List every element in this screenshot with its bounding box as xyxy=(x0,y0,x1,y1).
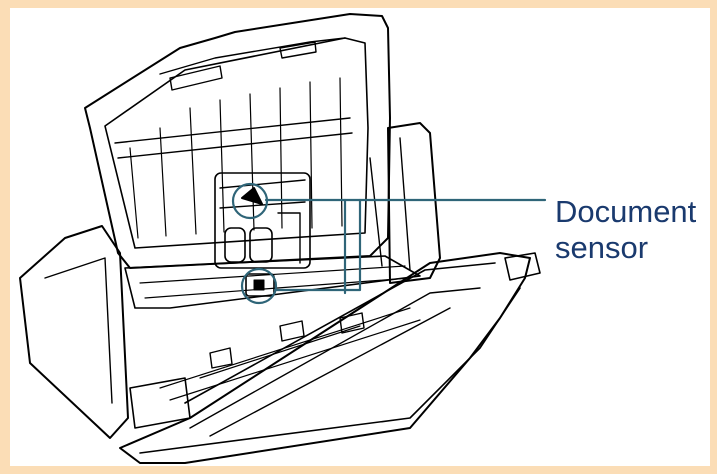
lower-tray xyxy=(119,252,541,464)
lower-tray-inner-edge xyxy=(189,287,481,437)
scanner-left-wing-inner xyxy=(44,257,113,404)
adf-cover-top-lip xyxy=(159,37,346,75)
scanner-illustration xyxy=(19,13,547,464)
roller-housing xyxy=(214,172,311,269)
scanner-right-side xyxy=(387,122,441,284)
adf-cover-ribs xyxy=(129,77,343,239)
lower-tray-rollers xyxy=(209,312,365,369)
lower-tray-top-edge xyxy=(184,262,496,404)
sensor-highlight-lower xyxy=(240,267,278,305)
sensor-lower-housing xyxy=(245,273,275,297)
figure-panel: Document sensor xyxy=(10,8,710,466)
callout-leader-lower xyxy=(273,198,362,292)
roller-left xyxy=(224,227,246,263)
document-sensor-label: Document sensor xyxy=(555,194,705,266)
lower-tray-left-foot xyxy=(129,377,191,429)
scanner-body xyxy=(19,122,441,439)
adf-cover-handle-right xyxy=(279,41,317,59)
scanner-right-side-inner xyxy=(369,137,411,271)
sensor-lower-window xyxy=(253,279,265,291)
document-sensor-label-line2: sensor xyxy=(555,230,649,265)
lower-tray-latch xyxy=(504,252,541,281)
adf-cover-inner xyxy=(104,37,369,249)
lower-tray-glass xyxy=(159,307,421,401)
sensor-upper-marker xyxy=(241,187,263,205)
lower-tray-front xyxy=(139,287,521,454)
adf-cover-handle-left xyxy=(169,65,223,91)
roller-bracket xyxy=(219,179,306,264)
paper-path-outline xyxy=(124,255,421,309)
document-sensor-callout xyxy=(231,182,547,305)
scanner-left-wing xyxy=(19,225,129,439)
document-sensor-label-line1: Document xyxy=(555,194,697,229)
roller-right xyxy=(249,227,273,263)
adf-cover-bar xyxy=(114,117,353,159)
paper-path xyxy=(124,255,421,309)
